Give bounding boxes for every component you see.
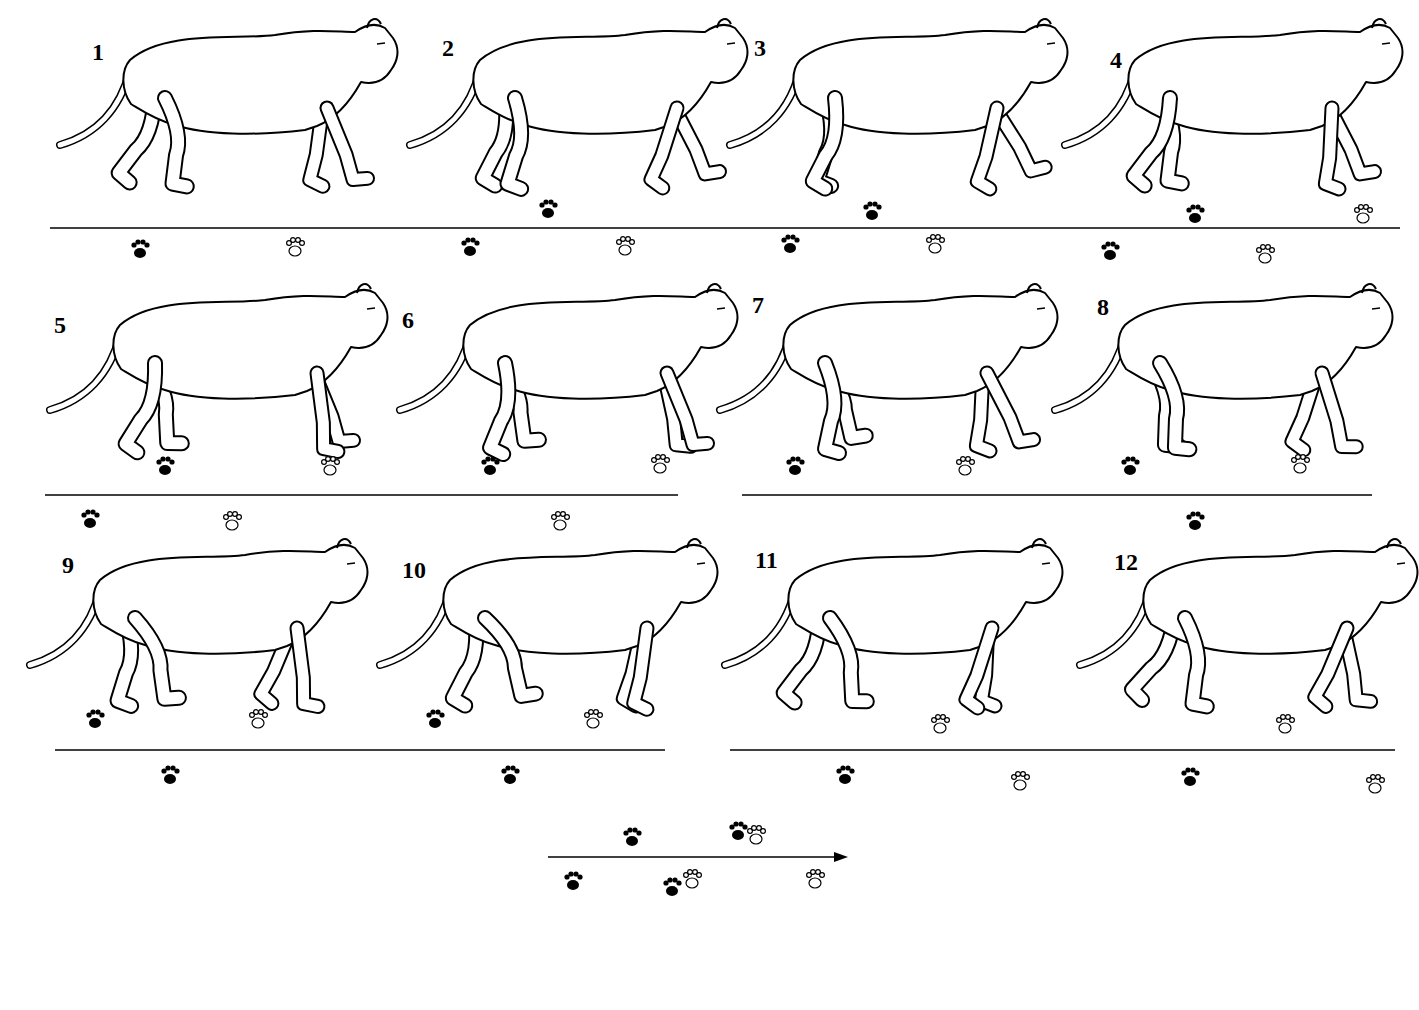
frame-number: 7 xyxy=(752,293,764,317)
frame-number: 12 xyxy=(1114,550,1138,574)
frame-number: 10 xyxy=(402,558,426,582)
frame-number: 5 xyxy=(54,313,66,337)
frame-number: 6 xyxy=(402,308,414,332)
frame-number: 3 xyxy=(754,36,766,60)
frame-number: 11 xyxy=(755,548,778,572)
frame-number: 2 xyxy=(442,36,454,60)
frame-number: 9 xyxy=(62,553,74,577)
frame-number: 8 xyxy=(1097,295,1109,319)
frame-number: 4 xyxy=(1110,48,1122,72)
frame-number: 1 xyxy=(92,40,104,64)
